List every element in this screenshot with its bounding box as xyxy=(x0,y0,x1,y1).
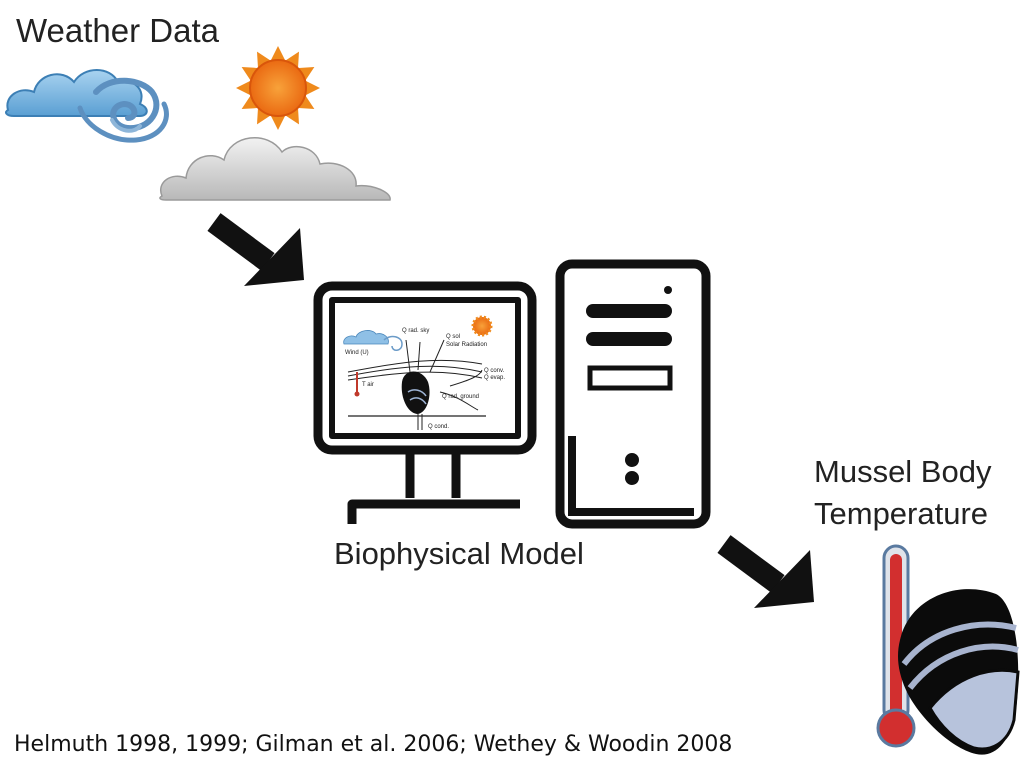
mussel-body-label-line1: Mussel Body xyxy=(814,454,992,489)
screen-label-q-evap: Q evap. xyxy=(484,375,505,381)
screen-label-q-rad-ground: Q rad. ground xyxy=(442,394,479,400)
arrow-icon xyxy=(717,535,814,608)
screen-label-t-air: T air xyxy=(362,382,374,388)
screen-label-solar-radiation: Solar Radiation xyxy=(446,342,487,348)
screen-label-q-rad-sky: Q rad. sky xyxy=(402,328,429,334)
weather-data-title: Weather Data xyxy=(16,12,219,49)
computer-tower-icon xyxy=(555,259,711,529)
screen-model-diagram: Q rad. sky Q sol Solar Radiation Wind (U… xyxy=(337,305,513,431)
biophysical-model-label: Biophysical Model xyxy=(334,536,584,571)
screen-label-q-sol: Q sol xyxy=(446,334,460,340)
screen-label-q-conv: Q conv. xyxy=(484,368,505,374)
mussel-icon xyxy=(898,589,1020,755)
screen-label-q-cond: Q cond. xyxy=(428,424,449,430)
cloud-icon xyxy=(159,137,391,201)
wind-cloud-icon xyxy=(5,69,169,143)
screen-label-wind: Wind (U) xyxy=(345,350,369,356)
arrow-icon xyxy=(207,213,304,286)
mussel-body-label-line2: Temperature xyxy=(814,496,989,531)
sun-icon xyxy=(236,46,320,130)
computer-monitor-icon xyxy=(313,281,537,524)
citation: Helmuth 1998, 1999; Gilman et al. 2006; … xyxy=(14,732,733,757)
